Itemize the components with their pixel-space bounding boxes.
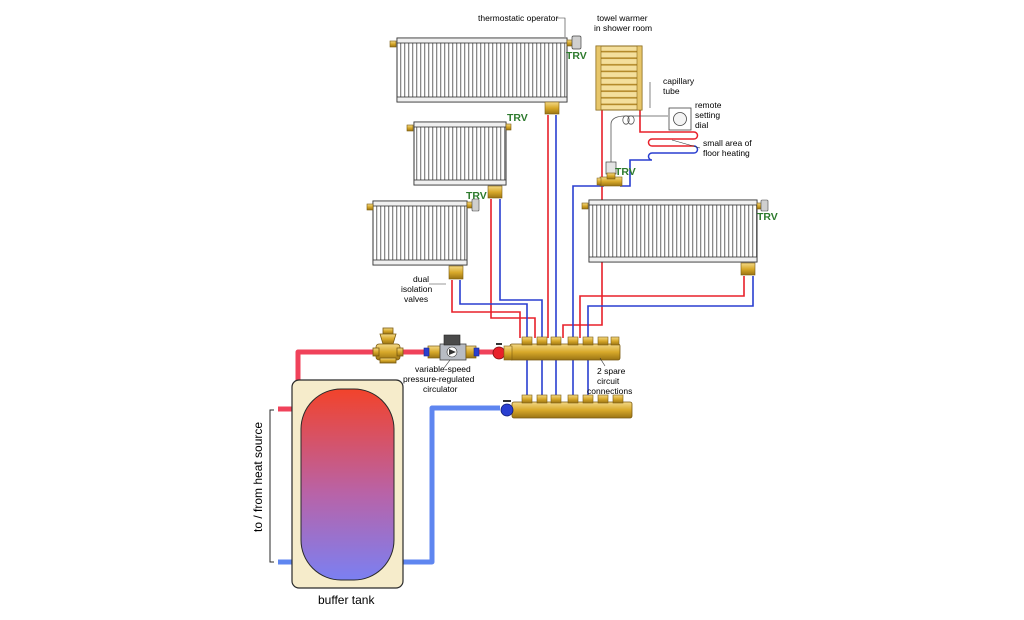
remote-setting-dial [668, 107, 692, 131]
floor-trv-valve [596, 161, 623, 187]
floor-heating-label-line2: floor heating [703, 148, 750, 158]
spare-circuits-label-line1: 2 spare [597, 366, 626, 376]
spare-circuits-label-line2: circuit [597, 376, 620, 386]
radiator-top [389, 37, 568, 115]
radiator-middle [406, 121, 512, 199]
circulator-label-line3: circulator [423, 384, 458, 394]
trv-label-floor: TRV [615, 166, 636, 178]
towel-warmer [595, 45, 643, 111]
thermostatic-operator [566, 35, 582, 50]
towel-warmer-label-line1: towel warmer [597, 13, 648, 23]
trv-label-right: TRV [757, 211, 778, 223]
circulator-label-line1: variable-speed [415, 364, 471, 374]
capillary-coil [622, 115, 635, 125]
dual-isolation-label-line3: valves [404, 294, 428, 304]
capillary-label-line1: capillary [663, 76, 695, 86]
heat-source-bracket [269, 409, 274, 563]
capillary-label-line2: tube [663, 86, 680, 96]
air-separator [372, 327, 404, 364]
circulator-label-line2: pressure-regulated [403, 374, 475, 384]
return-manifold [500, 394, 633, 419]
radiator-right [581, 199, 769, 276]
annotations: thermostatic operator towel warmer in sh… [401, 13, 752, 396]
dual-isolation-label-line2: isolation [401, 284, 432, 294]
floor-heating-loop [646, 131, 699, 161]
supply-manifold [492, 336, 621, 361]
circulator-pump [423, 334, 480, 361]
trv-label-bottom-left: TRV [466, 190, 487, 202]
buffer-tank-label: buffer tank [318, 593, 375, 607]
callout-leaders [429, 17, 701, 369]
radiator-bottom-left [366, 198, 480, 280]
trv-label-top: TRV [566, 50, 587, 62]
thermostatic-operator-label: thermostatic operator [478, 13, 558, 23]
buffer-tank [291, 379, 404, 589]
heat-source-label: to / from heat source [251, 422, 265, 532]
spare-circuits-label-line3: connections [587, 386, 632, 396]
dual-isolation-label-line1: dual [413, 274, 429, 284]
remote-label-line3: dial [695, 120, 708, 130]
remote-label-line1: remote [695, 100, 722, 110]
floor-heating-label-line1: small area of [703, 138, 752, 148]
trv-label-middle: TRV [507, 112, 528, 124]
towel-warmer-label-line2: in shower room [594, 23, 652, 33]
remote-label-line2: setting [695, 110, 720, 120]
